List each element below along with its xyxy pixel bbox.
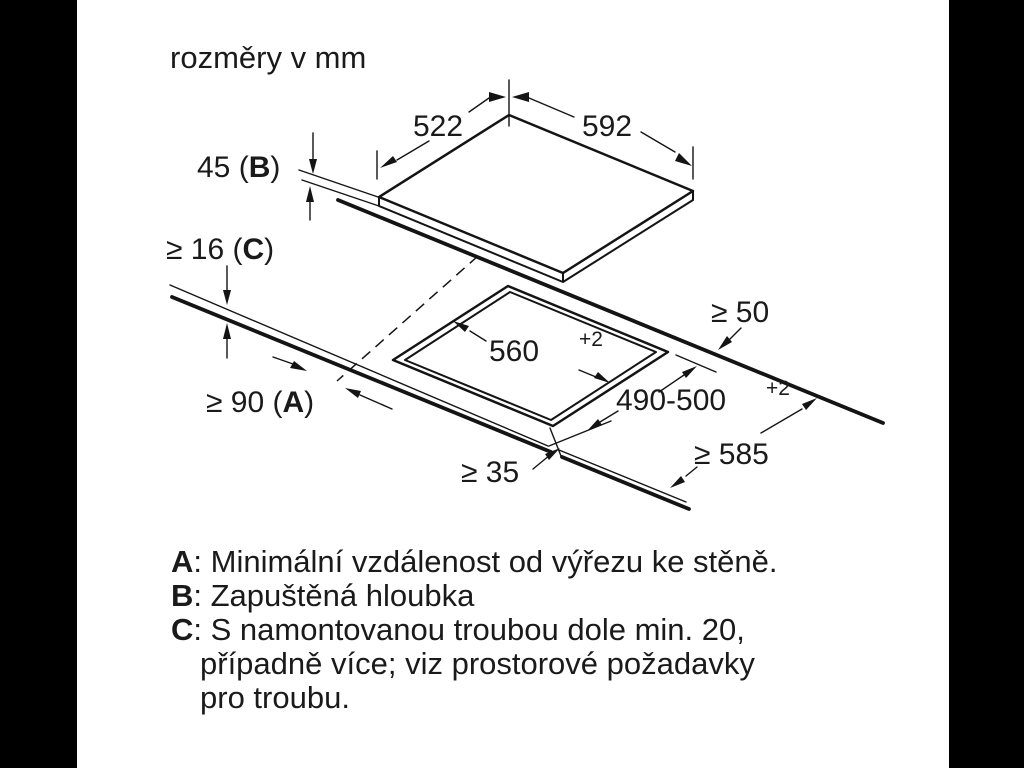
dimension-arrow-16-up [223,323,231,339]
cutout-opening-inner [404,291,657,421]
dimension-leader-585-upper [760,408,803,434]
dimension-leader-35 [532,454,551,470]
dimension-leader-490-upper [658,374,685,393]
cutout-width-tolerance: +2 [579,328,603,351]
page-title: rozměry v mm [170,40,366,75]
dimension-arrow-45-up [306,186,314,202]
front-edge-break-extension-line [549,427,562,457]
dimension-leader-522-upper [468,97,490,113]
cutout-width-label: 560 [489,335,539,368]
cutout-depth-label: 490-500 [616,384,726,417]
legend-line-c-cont1: případně více; viz prostorové požadavky [200,646,755,681]
cutout-opening-outer [391,284,670,428]
dimension-arrow-592 [675,153,692,166]
dimension-arrow-585-lower [670,476,685,488]
front-edge-label: ≥ 35 [461,456,519,489]
hob-rim [378,190,694,283]
dimension-leader-592-lower [640,131,676,153]
dimension-leader-560-right [578,369,597,378]
projection-dashed-line [336,255,479,382]
extension-line-490-upper [675,354,717,373]
dimension-arrow-490-lower [587,419,602,431]
dimension-arrow-90-lower [345,388,361,398]
worktop-front-edge-bottom-left [170,295,553,454]
dimension-leader-522-lower [396,140,430,161]
dimension-leader-90-lower [359,394,393,410]
dimension-leader-560-left [469,330,487,342]
legend-line-b: B: Zapuštěná hloubka [171,578,475,613]
dimension-arrow-45-down [309,159,317,174]
dimension-leader-50 [728,327,742,341]
dimension-arrow-522 [380,156,397,168]
worktop-thickness-label: ≥ 16 (C) [166,233,274,266]
worktop-front-edge-bottom-right [560,455,691,511]
front-total-label: ≥ 585 [694,438,769,471]
dimension-arrow-90-upper [290,361,307,371]
worktop-wall-edge [336,198,885,425]
worktop-front-edge-top-left [169,284,549,447]
dimension-arrow-35 [545,448,560,460]
cutout-depth-tolerance: +2 [766,377,790,400]
legend-line-a: A: Minimální vzdálenost od výřezu ke stě… [171,544,778,579]
dimension-leader-490-lower [599,410,619,423]
worktop-front-edge-top-right [558,449,687,503]
hob-width-label: 592 [582,110,632,143]
legend-line-c: C: S namontovanou troubou dole min. 20, [171,612,745,647]
dimension-arrow-16-down [223,290,231,305]
dimension-arrow-50 [718,336,732,350]
dimension-arrow-apex-left [489,92,506,102]
dimension-arrow-490-upper [682,366,697,378]
right-clearance-label: ≥ 50 [711,296,769,329]
dimension-leader-585-lower [685,466,698,477]
recess-extension-line-top [298,169,379,198]
dimension-arrow-560-right [594,372,610,383]
dimension-arrow-585-upper [802,398,817,410]
hob-depth-label: 522 [413,110,463,143]
dimension-leader-90-upper [272,356,294,365]
legend-line-c-cont2: pro troubu. [200,680,350,715]
recess-depth-label: 45 (B) [197,151,280,184]
dimension-leader-592-upper [528,97,575,118]
dimension-arrow-apex-right [512,92,529,102]
recess-extension-line-bottom [301,179,380,207]
dimension-arrow-560-left [453,321,469,332]
wall-distance-label: ≥ 90 (A) [206,386,314,419]
